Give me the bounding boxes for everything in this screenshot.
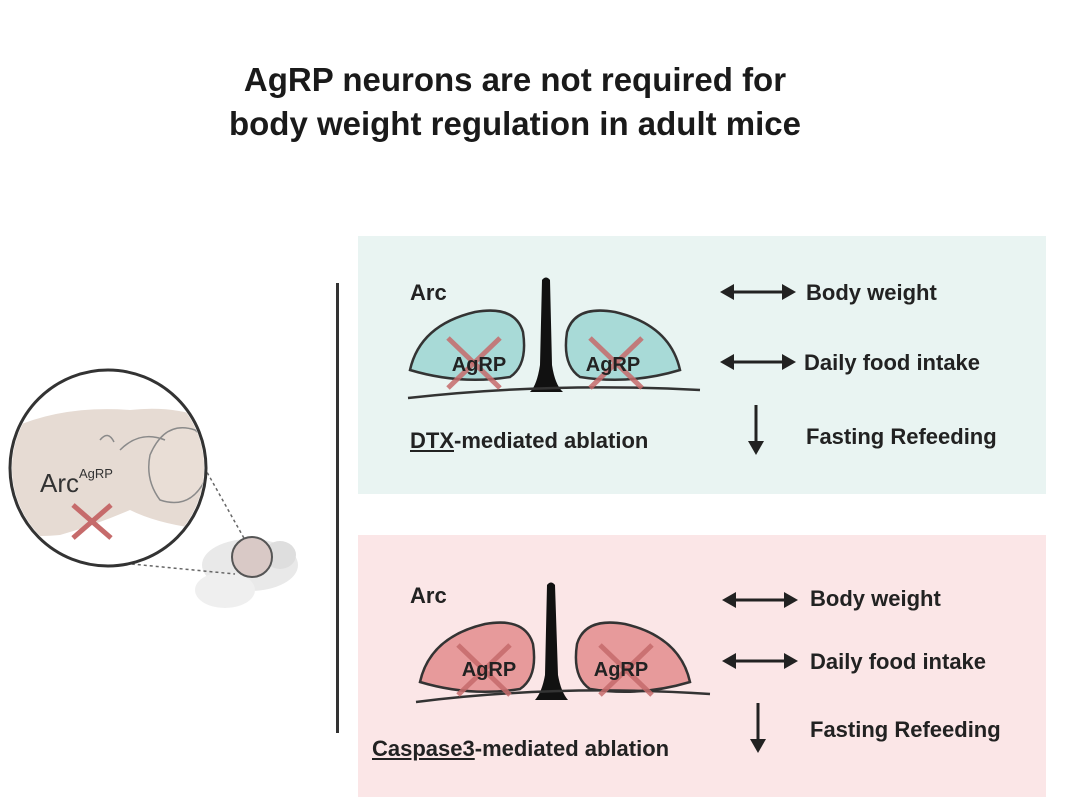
title-line-2: body weight regulation in adult mice [228,105,802,142]
panel-a-effect-body-weight: Body weight [806,280,937,305]
panel-b-left-neuron [418,621,536,694]
panel-a-ablation-label: DTX-mediated ablation [410,428,648,454]
panel-a-ablation-agent: DTX [410,428,454,453]
panel-b-neuron-label-left: AgRP [461,659,517,681]
panel-a-effect-fasting-refeeding: Fasting Refeeding [806,424,997,449]
panel-a-neuron-label-left: AgRP [451,354,507,376]
agrp-superscript: AgRP [79,466,113,482]
panel-b-brain-base [415,689,711,704]
panel-a-right-cross-icon [588,336,644,390]
panel-a-left-cross-icon [446,336,502,390]
panel-b-third-ventricle [535,582,568,700]
inset-cross-icon [71,503,113,540]
unchanged-arrow-icon [722,592,798,608]
vertical-divider [336,283,339,733]
panel-b-effect-fasting-refeeding: Fasting Refeeding [810,717,1001,742]
panel-a-region-label: Arc [410,280,447,305]
panel-a-neuron-label-right: AgRP [585,354,641,376]
panel-a-brain-base [407,386,701,400]
panel-a-arc-diagram [407,277,701,400]
panel-b-effect-body-weight: Body weight [810,586,941,611]
unchanged-arrow-icon [722,653,798,669]
panel-a-left-neuron [408,309,526,382]
panel-b-region-label: Arc [410,583,447,608]
arc-main-label: Arc [40,468,79,498]
unchanged-arrow-icon [720,284,796,300]
panel-a-right-neuron [564,309,682,382]
panel-b-neuron-label-right: AgRP [593,659,649,681]
panel-b-left-cross-icon [456,643,512,697]
panel-b-right-cross-icon [598,643,654,697]
panel-b-ablation-rest: -mediated ablation [474,736,670,761]
panel-a-third-ventricle [530,277,563,392]
mouse-silhouette [195,536,298,608]
down-arrow-icon [748,405,764,455]
down-arrow-icon [750,703,766,753]
brain-zoom-circle [8,368,208,568]
page-title: AgRP neurons are not required for body w… [0,58,1030,146]
unchanged-arrow-icon [720,354,796,370]
mouse-illustration [8,368,298,608]
panel-a-effect-food-intake: Daily food intake [804,350,981,375]
panel-b-ablation-agent: Caspase3 [372,736,475,761]
panel-b-arc-diagram [415,582,711,704]
title-line-1: AgRP neurons are not required for [243,61,787,98]
panel-a-ablation-rest: -mediated ablation [454,428,649,453]
panel-b-ablation-label: Caspase3-mediated ablation [372,736,669,762]
panel-b-effect-food-intake: Daily food intake [810,649,987,674]
arc-agrp-label: ArcAgRP [40,466,113,499]
